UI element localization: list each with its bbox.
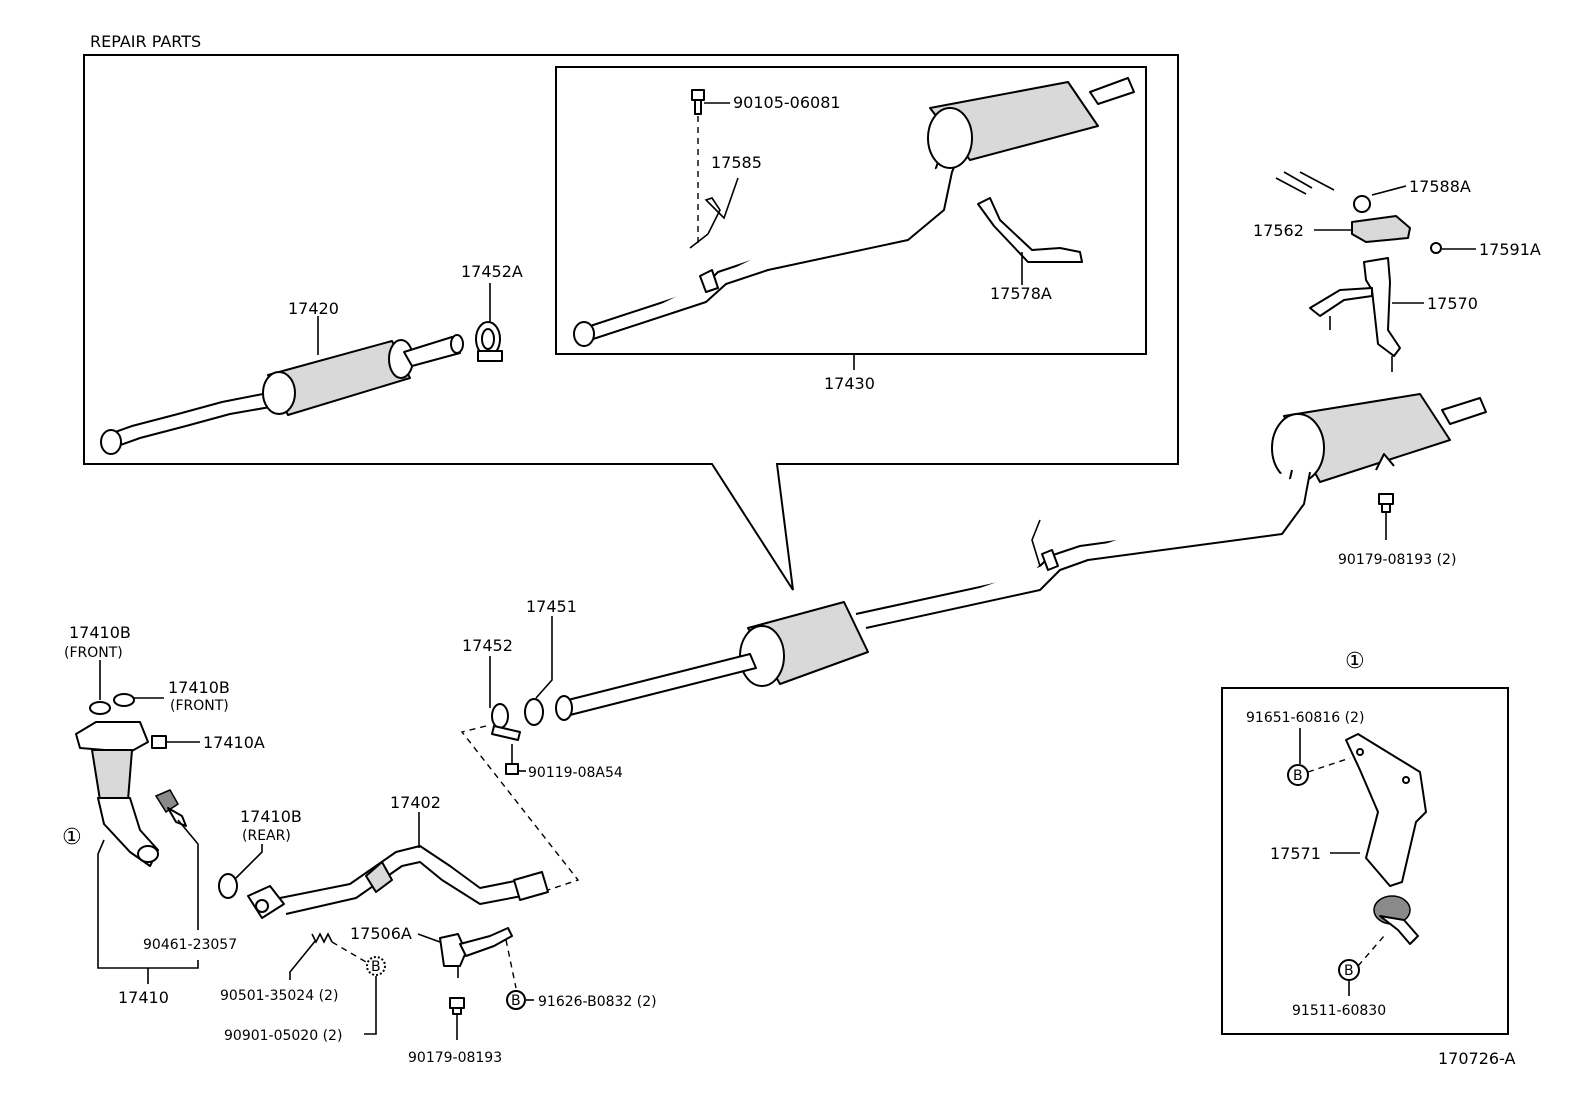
detail-box xyxy=(1221,687,1509,1035)
marker-b-91626-text: B xyxy=(511,993,521,1009)
part-label-17451: 17451 xyxy=(526,597,577,616)
part-label-17410a: 17410A xyxy=(203,733,265,752)
part-label-17562: 17562 xyxy=(1253,221,1304,240)
repair-parts-callout-box xyxy=(83,54,1179,591)
cushion-17588a-drawing xyxy=(1353,195,1371,213)
bolt-90119-drawing xyxy=(505,744,519,775)
detail-marker-front-pipe: ① xyxy=(62,825,82,850)
part-label-17506a: 17506A xyxy=(350,924,412,943)
pins-drawing xyxy=(1275,171,1335,195)
front-exhaust-pipe-17402-drawing xyxy=(247,845,549,919)
part-label-17410b-rear: 17410B xyxy=(240,807,302,826)
part-label-17585: 17585 xyxy=(711,153,762,172)
part-label-17452a: 17452A xyxy=(461,262,523,281)
part-label-17402: 17402 xyxy=(390,793,441,812)
clamp-17452-drawing xyxy=(491,703,521,741)
part-label-90461-23057: 90461-23057 xyxy=(143,937,237,953)
marker-b-90901 xyxy=(366,956,386,976)
bolt-90105-drawing xyxy=(691,89,705,115)
gasket-17451-drawing xyxy=(524,698,544,726)
figure-id: 170726-A xyxy=(1438,1049,1516,1068)
part-label-90179-08193-2: 90179-08193 (2) xyxy=(1338,552,1456,568)
part-label-17410b-front-1: 17410B xyxy=(69,623,131,642)
nut-90179-drawing xyxy=(449,997,465,1015)
part-label-17410b-rear-note: (REAR) xyxy=(242,828,291,844)
front-pipe-17410-drawing xyxy=(75,721,159,867)
support-17570-drawing xyxy=(1309,257,1401,372)
part-label-17430: 17430 xyxy=(824,374,875,393)
part-label-17410: 17410 xyxy=(118,988,169,1007)
oxygen-sensor-drawing xyxy=(154,789,187,827)
part-label-17420: 17420 xyxy=(288,299,339,318)
part-label-90179-08193: 90179-08193 xyxy=(408,1050,502,1066)
detail-marker-heading: ① xyxy=(1345,649,1365,674)
tail-muffler-drawing xyxy=(1271,393,1487,483)
gasket-17410b-rear-drawing xyxy=(218,873,238,899)
part-label-91651-60816: 91651-60816 (2) xyxy=(1246,710,1364,726)
part-label-90501-35024: 90501-35024 (2) xyxy=(220,988,338,1004)
hanger-nut-drawing xyxy=(1378,493,1394,513)
part-label-17578a: 17578A xyxy=(990,284,1052,303)
bracket-17571-drawing xyxy=(1345,733,1427,887)
hanger-17506a-drawing xyxy=(439,927,513,978)
clamp-17452a-drawing xyxy=(475,321,503,362)
marker-b-90901-text: B xyxy=(371,959,381,975)
marker-b-91651-text: B xyxy=(1293,768,1303,784)
tail-pipe-subbox xyxy=(555,66,1147,355)
part-label-90901-05020: 90901-05020 (2) xyxy=(224,1028,342,1044)
tail-pipe-assembly-drawing xyxy=(573,77,1135,347)
nut-17591a-drawing xyxy=(1430,242,1442,254)
part-label-17591a: 17591A xyxy=(1479,240,1541,259)
marker-b-91651 xyxy=(1287,764,1309,786)
bracket-17562-drawing xyxy=(1351,215,1411,243)
part-label-91626-b0832: 91626-B0832 (2) xyxy=(538,994,657,1010)
part-label-17410b-front-1-note: (FRONT) xyxy=(64,645,123,661)
gasket-17410b-front-1-drawing xyxy=(89,701,111,715)
part-label-17571: 17571 xyxy=(1270,844,1321,863)
part-label-17410b-front-2: 17410B xyxy=(168,678,230,697)
part-label-17410b-front-2-note: (FRONT) xyxy=(170,698,229,714)
part-label-91511-60830: 91511-60830 xyxy=(1292,1003,1386,1019)
part-label-17588a: 17588A xyxy=(1409,177,1471,196)
mount-cushion-drawing xyxy=(1373,895,1419,945)
part-label-17570: 17570 xyxy=(1427,294,1478,313)
gasket-17410b-front-2-drawing xyxy=(113,693,135,707)
marker-b-91626 xyxy=(506,990,526,1010)
part-label-90105-06081: 90105-06081 xyxy=(733,93,841,112)
bracket-17585-drawing xyxy=(689,177,739,249)
part-label-90119-08a54: 90119-08A54 xyxy=(528,765,623,781)
part-label-17452: 17452 xyxy=(462,636,513,655)
marker-b-91511-text: B xyxy=(1344,963,1354,979)
nut-17410a-drawing xyxy=(151,735,167,749)
repair-parts-header: REPAIR PARTS xyxy=(90,32,201,51)
assembly-link-dashed xyxy=(460,725,580,891)
tail-support-17578a-drawing xyxy=(977,197,1083,263)
main-muffler-assembly-drawing xyxy=(100,334,464,455)
center-pipe-drawing xyxy=(555,469,1311,721)
